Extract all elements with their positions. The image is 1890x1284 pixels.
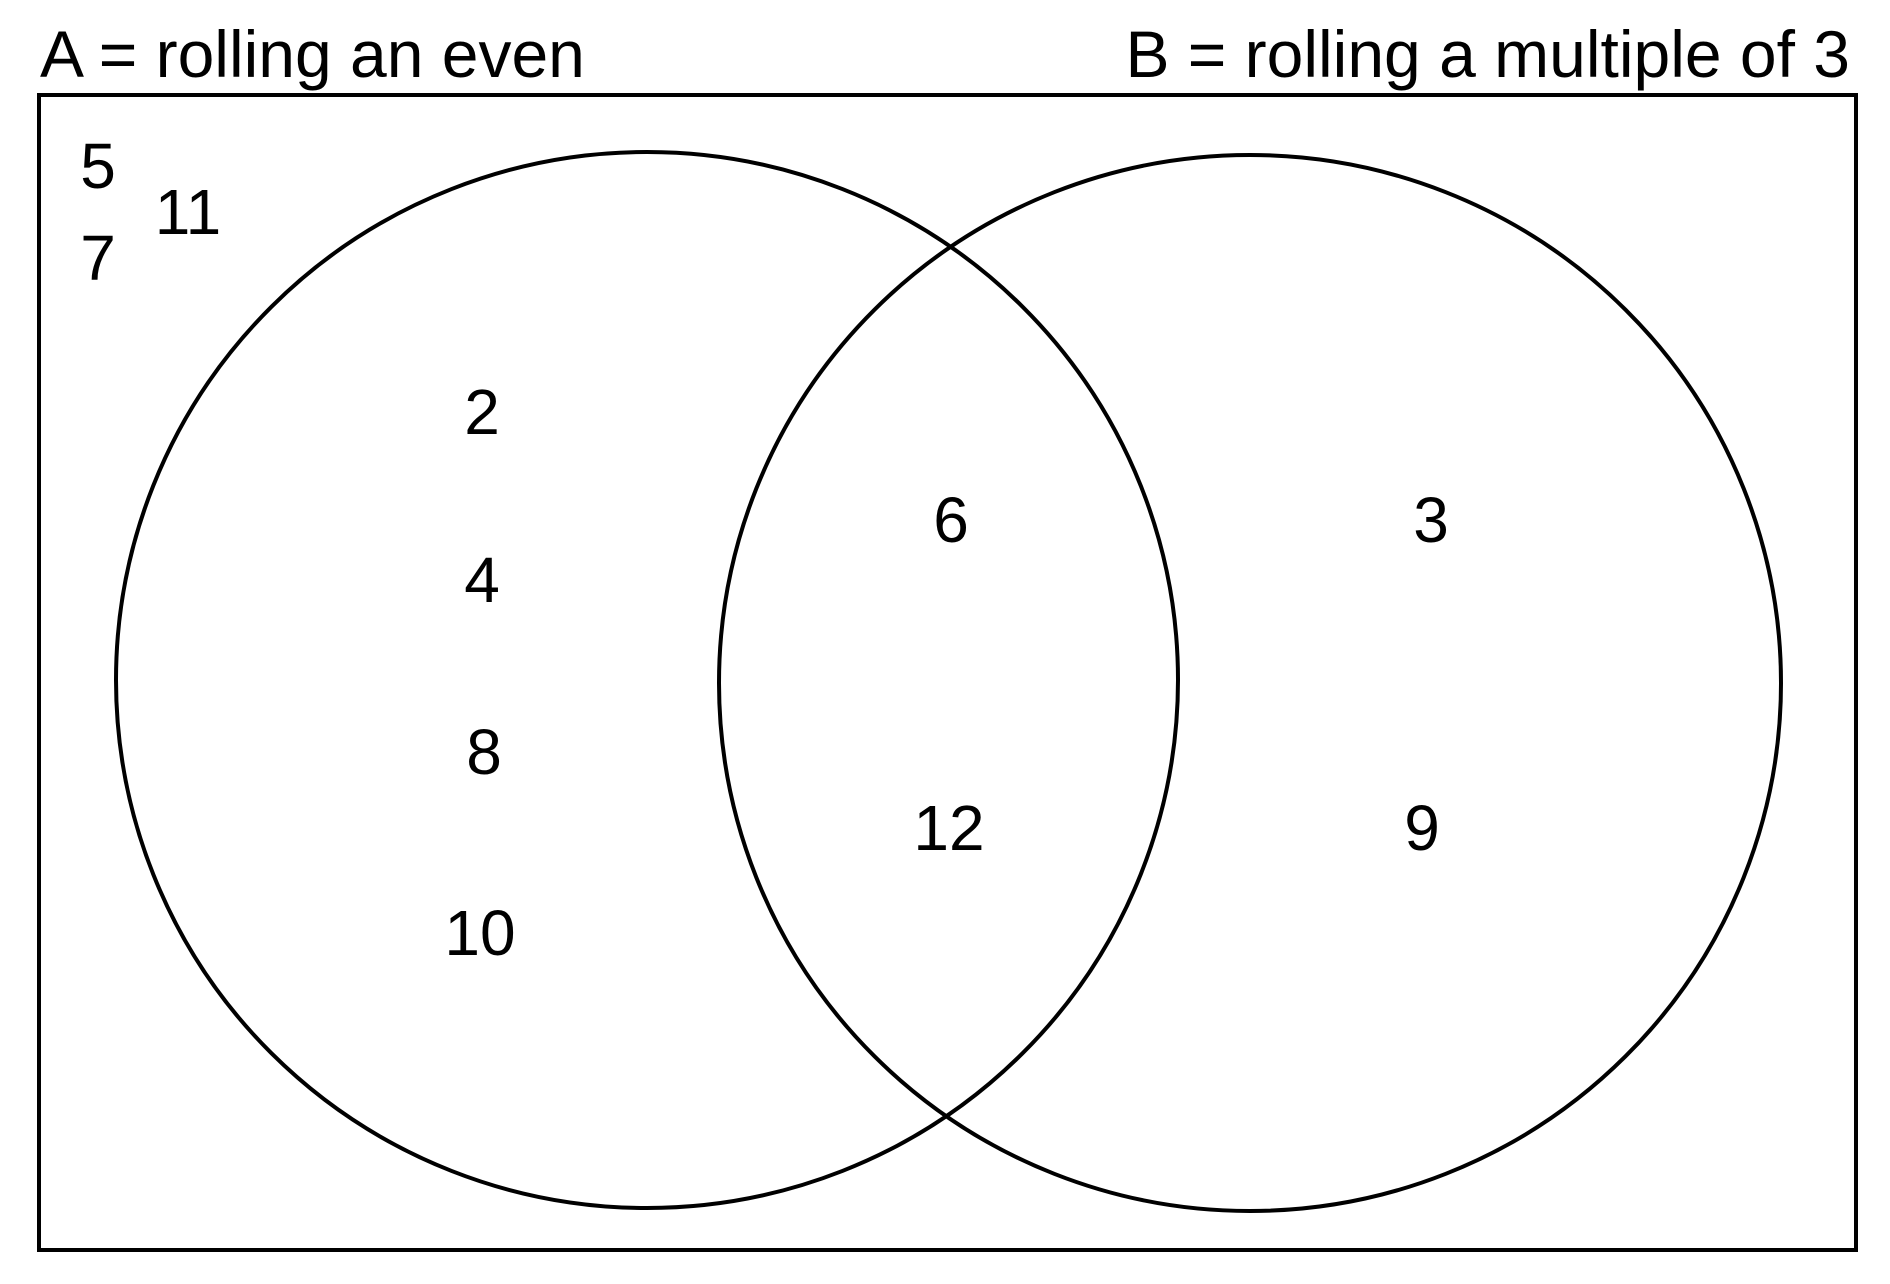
circle-a [114,150,1180,1210]
intersection-element: 12 [913,792,984,864]
b-only-element: 3 [1413,484,1449,556]
set-a-label: A = rolling an even [40,17,585,91]
b-only-element: 9 [1404,792,1440,864]
circle-b [717,153,1783,1213]
a-only-element: 4 [464,544,500,616]
a-only-element: 2 [464,376,500,448]
set-b-label: B = rolling a multiple of 3 [1125,17,1850,91]
outside-element: 7 [80,222,116,294]
a-only-element: 8 [466,716,502,788]
intersection-element: 6 [933,484,969,556]
outside-element: 11 [155,176,221,248]
universal-set-box [37,93,1858,1252]
a-only-element: 10 [444,897,515,969]
outside-element: 5 [80,130,116,202]
